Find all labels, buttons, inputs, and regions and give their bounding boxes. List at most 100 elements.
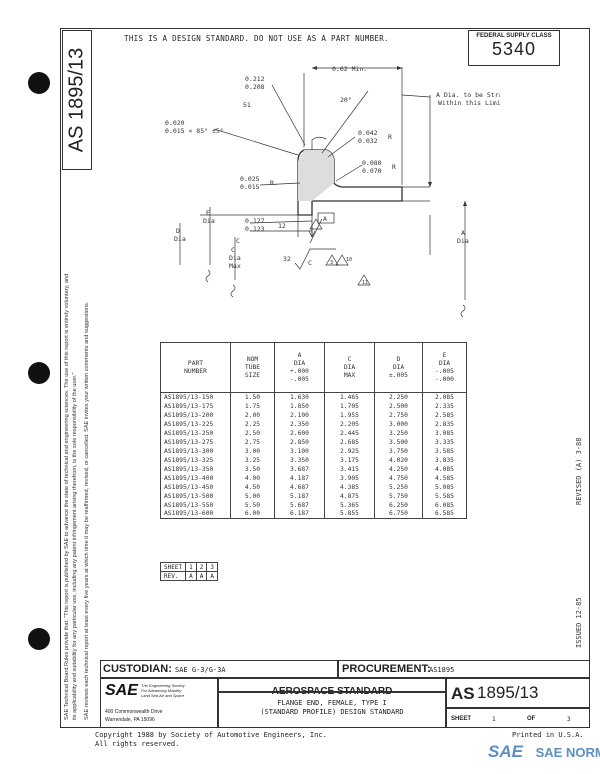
dim-20-deg: 20° [340, 96, 352, 104]
cell-a-dia: 3.687 [274, 464, 325, 474]
dim-020: 0.020 [165, 119, 185, 127]
rev-sheet-label: SHEET [159, 562, 187, 572]
printed-in: Printed in U.S.A. [512, 731, 584, 739]
cell-part-number: AS1895/13-325 [160, 455, 231, 465]
cell-c-dia: 1.705 [324, 401, 375, 411]
cell-part-number: AS1895/13-175 [160, 401, 231, 411]
cell-c-dia: 1.465 [324, 392, 375, 402]
cell-c-dia: 3.175 [324, 455, 375, 465]
fsc-value: 5340 [491, 39, 537, 59]
cell-e-dia: 2.085 [422, 392, 467, 402]
custodian-value: SAE G-3/G-3A [175, 666, 226, 674]
sae-address-2: Warrendale, PA 15096 [105, 717, 155, 723]
cell-a-dia: 2.350 [274, 419, 325, 429]
radius-r1: R [388, 133, 392, 141]
watermark-logo: SAE [488, 742, 523, 761]
cell-a-dia: 2.850 [274, 437, 325, 447]
cell-e-dia: 3.335 [422, 437, 467, 447]
cell-d-dia: 6.750 [374, 509, 423, 519]
finish-sub: C [308, 259, 312, 267]
flag-10: 10 [346, 257, 352, 263]
cell-e-dia: 2.585 [422, 410, 467, 420]
flag-3: 3 [330, 260, 333, 266]
cell-a-dia: 3.350 [274, 455, 325, 465]
cell-a-dia: 2.100 [274, 410, 325, 420]
cell-e-dia: 3.835 [422, 455, 467, 465]
design-standard-note: THIS IS A DESIGN STANDARD. DO NOT USE AS… [124, 34, 389, 43]
cell-e-dia: 2.835 [422, 419, 467, 429]
dim-080: 0.080 [362, 159, 382, 167]
procurement-value: AS1895 [429, 666, 455, 674]
sae-norm-watermark: SAE SAE NORM [488, 742, 600, 768]
note-straight-line1: A Dia. to be Straight [436, 91, 500, 99]
cell-d-dia: 4.020 [374, 455, 423, 465]
rev-value-2: A [195, 571, 208, 581]
cell-a-dia: 4.687 [274, 482, 325, 492]
custodian-box: CUSTODIAN: SAE G-3/G-3A [100, 660, 338, 678]
federal-supply-class-box: FEDERAL SUPPLY CLASS 5340 [468, 30, 560, 66]
watermark-text: SAE NORM [535, 745, 600, 760]
cell-e-dia: 5.585 [422, 491, 467, 501]
rev-sheet-3: 3 [206, 562, 218, 572]
sheet-box: SHEET 1 OF 3 [446, 708, 590, 728]
punch-hole-bottom [28, 628, 50, 650]
sae-logo: SAE [105, 682, 138, 699]
flag-11: 11 [362, 280, 368, 286]
sae-tagline-3: Land Sea Air and Space [141, 693, 185, 698]
e-dia-label1: E [206, 209, 210, 217]
as-number-box: AS 1895/13 [446, 678, 590, 708]
revision-table: SHEET 1 2 3 REV. A A A [159, 562, 218, 581]
cell-c-dia: 2.205 [324, 419, 375, 429]
cell-d-dia: 3.750 [374, 446, 423, 456]
cell-d-dia: 4.250 [374, 464, 423, 474]
cell-d-dia: 2.500 [374, 401, 423, 411]
cell-e-dia: 6.585 [422, 509, 467, 519]
cell-a-dia: 1.630 [274, 392, 325, 402]
as-prefix: AS [451, 684, 475, 703]
procurement-label: PROCUREMENT: [342, 663, 431, 675]
c-datum-label: C [236, 237, 240, 245]
cell-e-dia: 6.085 [422, 500, 467, 510]
cell-tube-size: 2.25 [230, 419, 275, 429]
sae-tagline-2: For Advancing Mobility [141, 688, 182, 693]
dim-212: 0.212 [245, 75, 265, 83]
revision-rev-row: REV. A A A [159, 571, 218, 581]
dim-123: 0.123 [245, 225, 265, 233]
cell-d-dia: 2.750 [374, 410, 423, 420]
cell-d-dia: 3.250 [374, 428, 423, 438]
cell-a-dia: 3.100 [274, 446, 325, 456]
cell-tube-size: 3.50 [230, 464, 275, 474]
cell-e-dia: 5.085 [422, 482, 467, 492]
of-number: 3 [567, 716, 571, 723]
dim-042: 0.042 [358, 129, 378, 137]
cell-e-dia: 3.085 [422, 428, 467, 438]
radius-r3: R. [270, 179, 278, 187]
rev-value-3: A [206, 571, 218, 581]
c-dia-label1: C [231, 246, 235, 254]
cell-c-dia: 3.415 [324, 464, 375, 474]
cell-part-number: AS1895/13-300 [160, 446, 231, 456]
cell-a-dia: 2.600 [274, 428, 325, 438]
d-dia-label1: D [176, 227, 180, 235]
cell-c-dia: 1.955 [324, 410, 375, 420]
cell-part-number: AS1895/13-250 [160, 428, 231, 438]
cell-tube-size: 5.00 [230, 491, 275, 501]
cell-c-dia: 2.685 [324, 437, 375, 447]
dim-208: 0.208 [245, 83, 265, 91]
cell-tube-size: 2.00 [230, 410, 275, 420]
dim-025: 0.025 [240, 175, 260, 183]
cell-e-dia: 2.335 [422, 401, 467, 411]
cell-e-dia: 4.085 [422, 464, 467, 474]
dim-032: 0.032 [358, 137, 378, 145]
